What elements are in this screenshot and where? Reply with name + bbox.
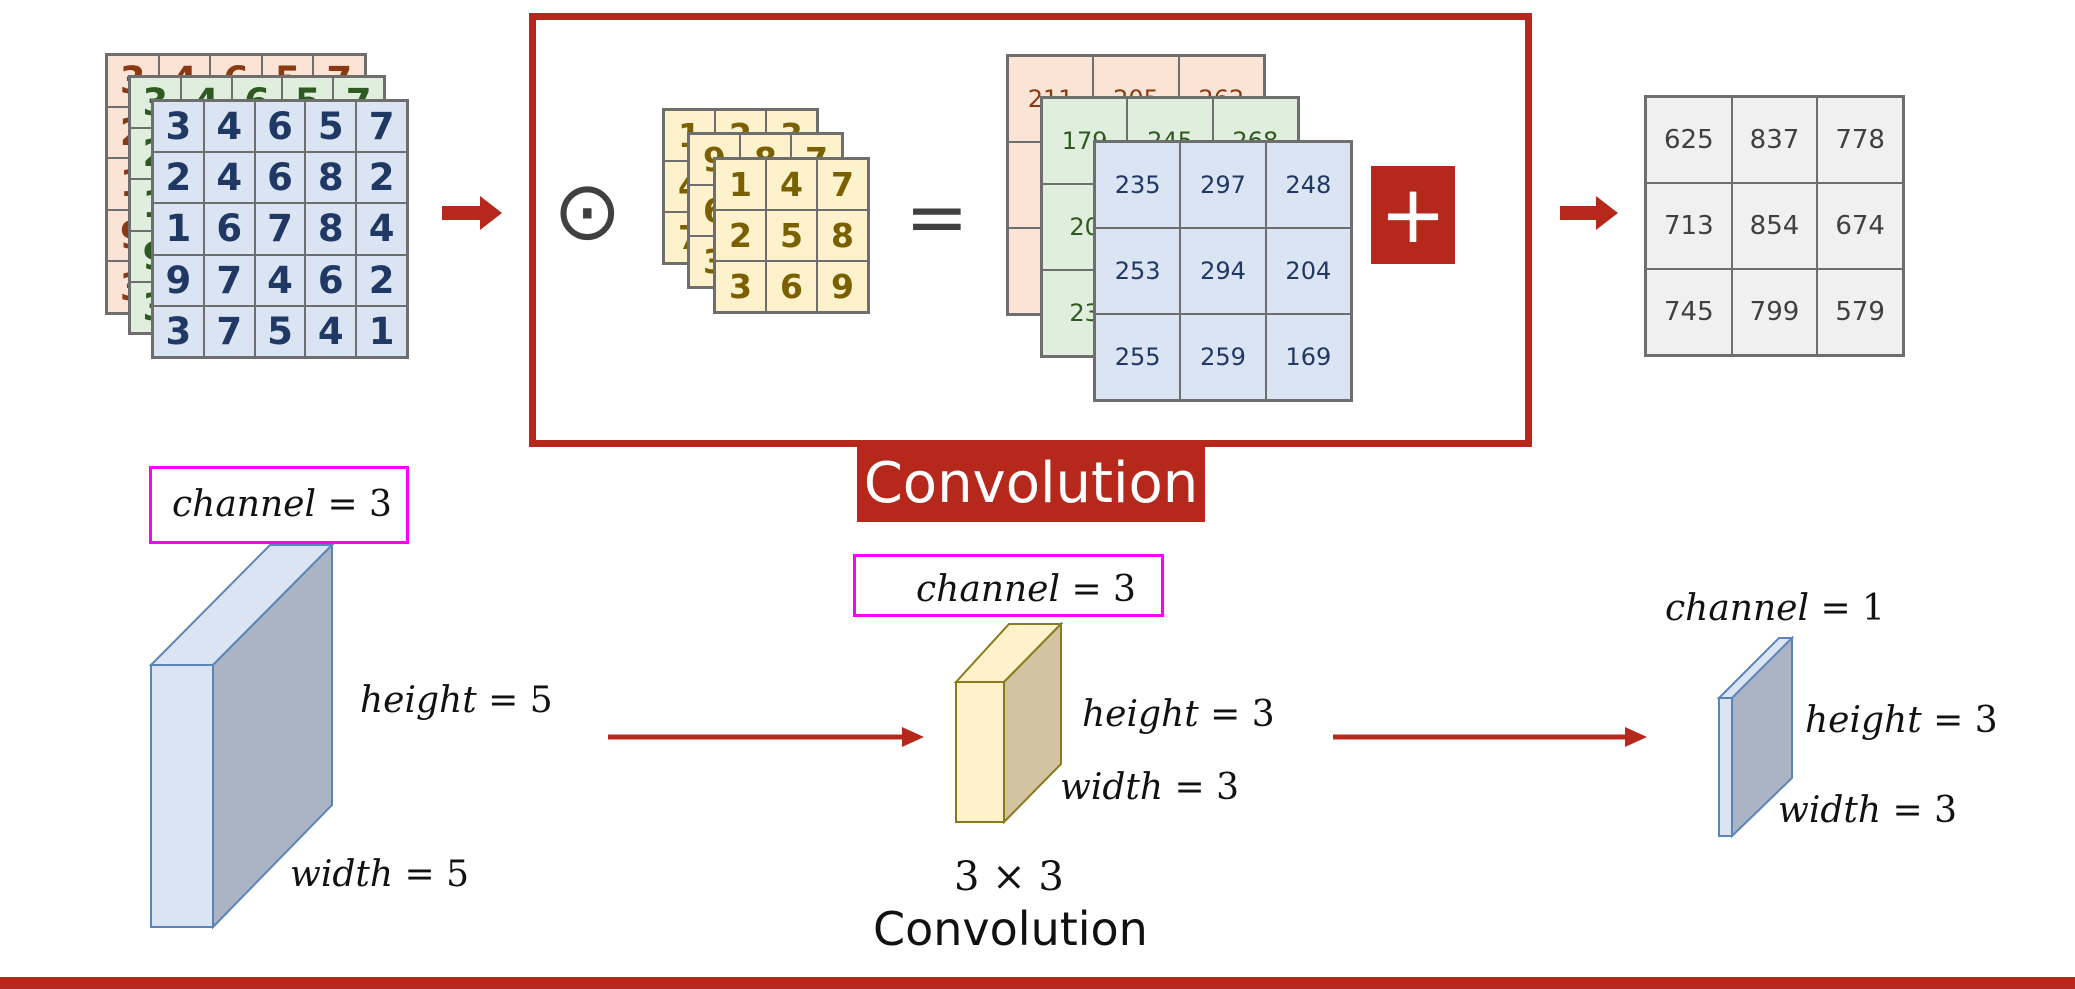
arrow-right-icon (442, 196, 502, 230)
grid-cell: 5 (766, 210, 817, 261)
kernel-width-label: width = 3 (1060, 767, 1239, 808)
kernel-channel-label: channel = 3 (916, 569, 1136, 610)
kernel-height-label: height = 3 (1082, 694, 1275, 735)
output-height-label: height = 3 (1805, 700, 1998, 741)
operation-frame (529, 13, 1532, 447)
output-channel-label: channel = 1 (1665, 588, 1885, 629)
input-width-label: width = 5 (290, 854, 469, 895)
grid-cell: 625 (1646, 97, 1732, 183)
grid-cell: 7 (356, 101, 407, 153)
equals-operator: = (905, 172, 969, 261)
grid-cell: 837 (1731, 97, 1818, 183)
grid-cell: 6 (254, 152, 306, 204)
grid-cell: 674 (1817, 183, 1903, 269)
grid-cell: 2 (356, 254, 407, 306)
footer-bar (0, 977, 2075, 989)
convolution-label: Convolution (857, 446, 1205, 522)
grid-cell: 9 (817, 261, 868, 312)
grid-cell: 799 (1731, 269, 1818, 355)
grid-cell: 6 (766, 261, 817, 312)
hadamard-operator: ⊙ (553, 164, 622, 259)
grid-cell: 854 (1731, 183, 1818, 269)
input-volume-block (148, 542, 335, 930)
grid-cell: 1 (715, 159, 766, 210)
grid-cell: 248 (1265, 142, 1351, 228)
grid-cell: 255 (1095, 314, 1181, 400)
grid-cell: 3 (715, 261, 766, 312)
grid-cell: 204 (1265, 228, 1351, 314)
sum-operator: + (1371, 166, 1455, 264)
output-volume-block (1716, 635, 1795, 839)
grid-cell: 7 (254, 203, 306, 255)
arrow-right-icon (1333, 727, 1647, 747)
input-height-label: height = 5 (360, 680, 553, 721)
plus-icon: + (1379, 168, 1447, 261)
kernel-channel-box (853, 554, 1164, 617)
grid-cell: 6 (305, 254, 357, 306)
grid-cell: 7 (203, 305, 255, 357)
grid-cell: 6 (203, 203, 255, 255)
grid-cell: 7 (817, 159, 868, 210)
grid-cell: 4 (356, 203, 407, 255)
grid-cell: 253 (1095, 228, 1181, 314)
grid-cell: 294 (1180, 228, 1266, 314)
grid-cell: 169 (1265, 314, 1351, 400)
grid-cell: 8 (305, 152, 357, 204)
grid-cell: 1 (153, 203, 204, 255)
grid-cell: 579 (1817, 269, 1903, 355)
kernel-volume-block (953, 621, 1064, 825)
output-width-label: width = 3 (1778, 790, 1957, 831)
grid-cell: 4 (203, 101, 255, 153)
grid-cell: 3 (153, 101, 204, 153)
grid-cell: 745 (1646, 269, 1732, 355)
grid-cell: 4 (254, 254, 306, 306)
grid-cell: 235 (1095, 142, 1181, 228)
grid-cell: 8 (305, 203, 357, 255)
grid-cell: 7 (203, 254, 255, 306)
kernel-size-caption: 3 × 3 (954, 854, 1064, 900)
kernel-name-caption: Convolution (873, 902, 1148, 956)
grid-cell: 2 (715, 210, 766, 261)
grid-cell: 4 (203, 152, 255, 204)
grid-cell: 9 (153, 254, 204, 306)
grid-cell: 2 (356, 152, 407, 204)
arrow-right-icon (1560, 196, 1618, 230)
grid-cell: 1 (356, 305, 407, 357)
grid-cell: 713 (1646, 183, 1732, 269)
grid-cell: 778 (1817, 97, 1903, 183)
grid-cell: 5 (305, 101, 357, 153)
input-channel-label: channel = 3 (172, 484, 392, 525)
grid-cell: 4 (766, 159, 817, 210)
grid-cell: 3 (153, 305, 204, 357)
grid-cell: 5 (254, 305, 306, 357)
grid-cell: 297 (1180, 142, 1266, 228)
input-channel-box (149, 466, 409, 544)
arrow-right-icon (608, 727, 924, 747)
grid-cell: 4 (305, 305, 357, 357)
grid-cell: 8 (817, 210, 868, 261)
grid-cell: 6 (254, 101, 306, 153)
grid-cell: 2 (153, 152, 204, 204)
grid-cell: 259 (1180, 314, 1266, 400)
